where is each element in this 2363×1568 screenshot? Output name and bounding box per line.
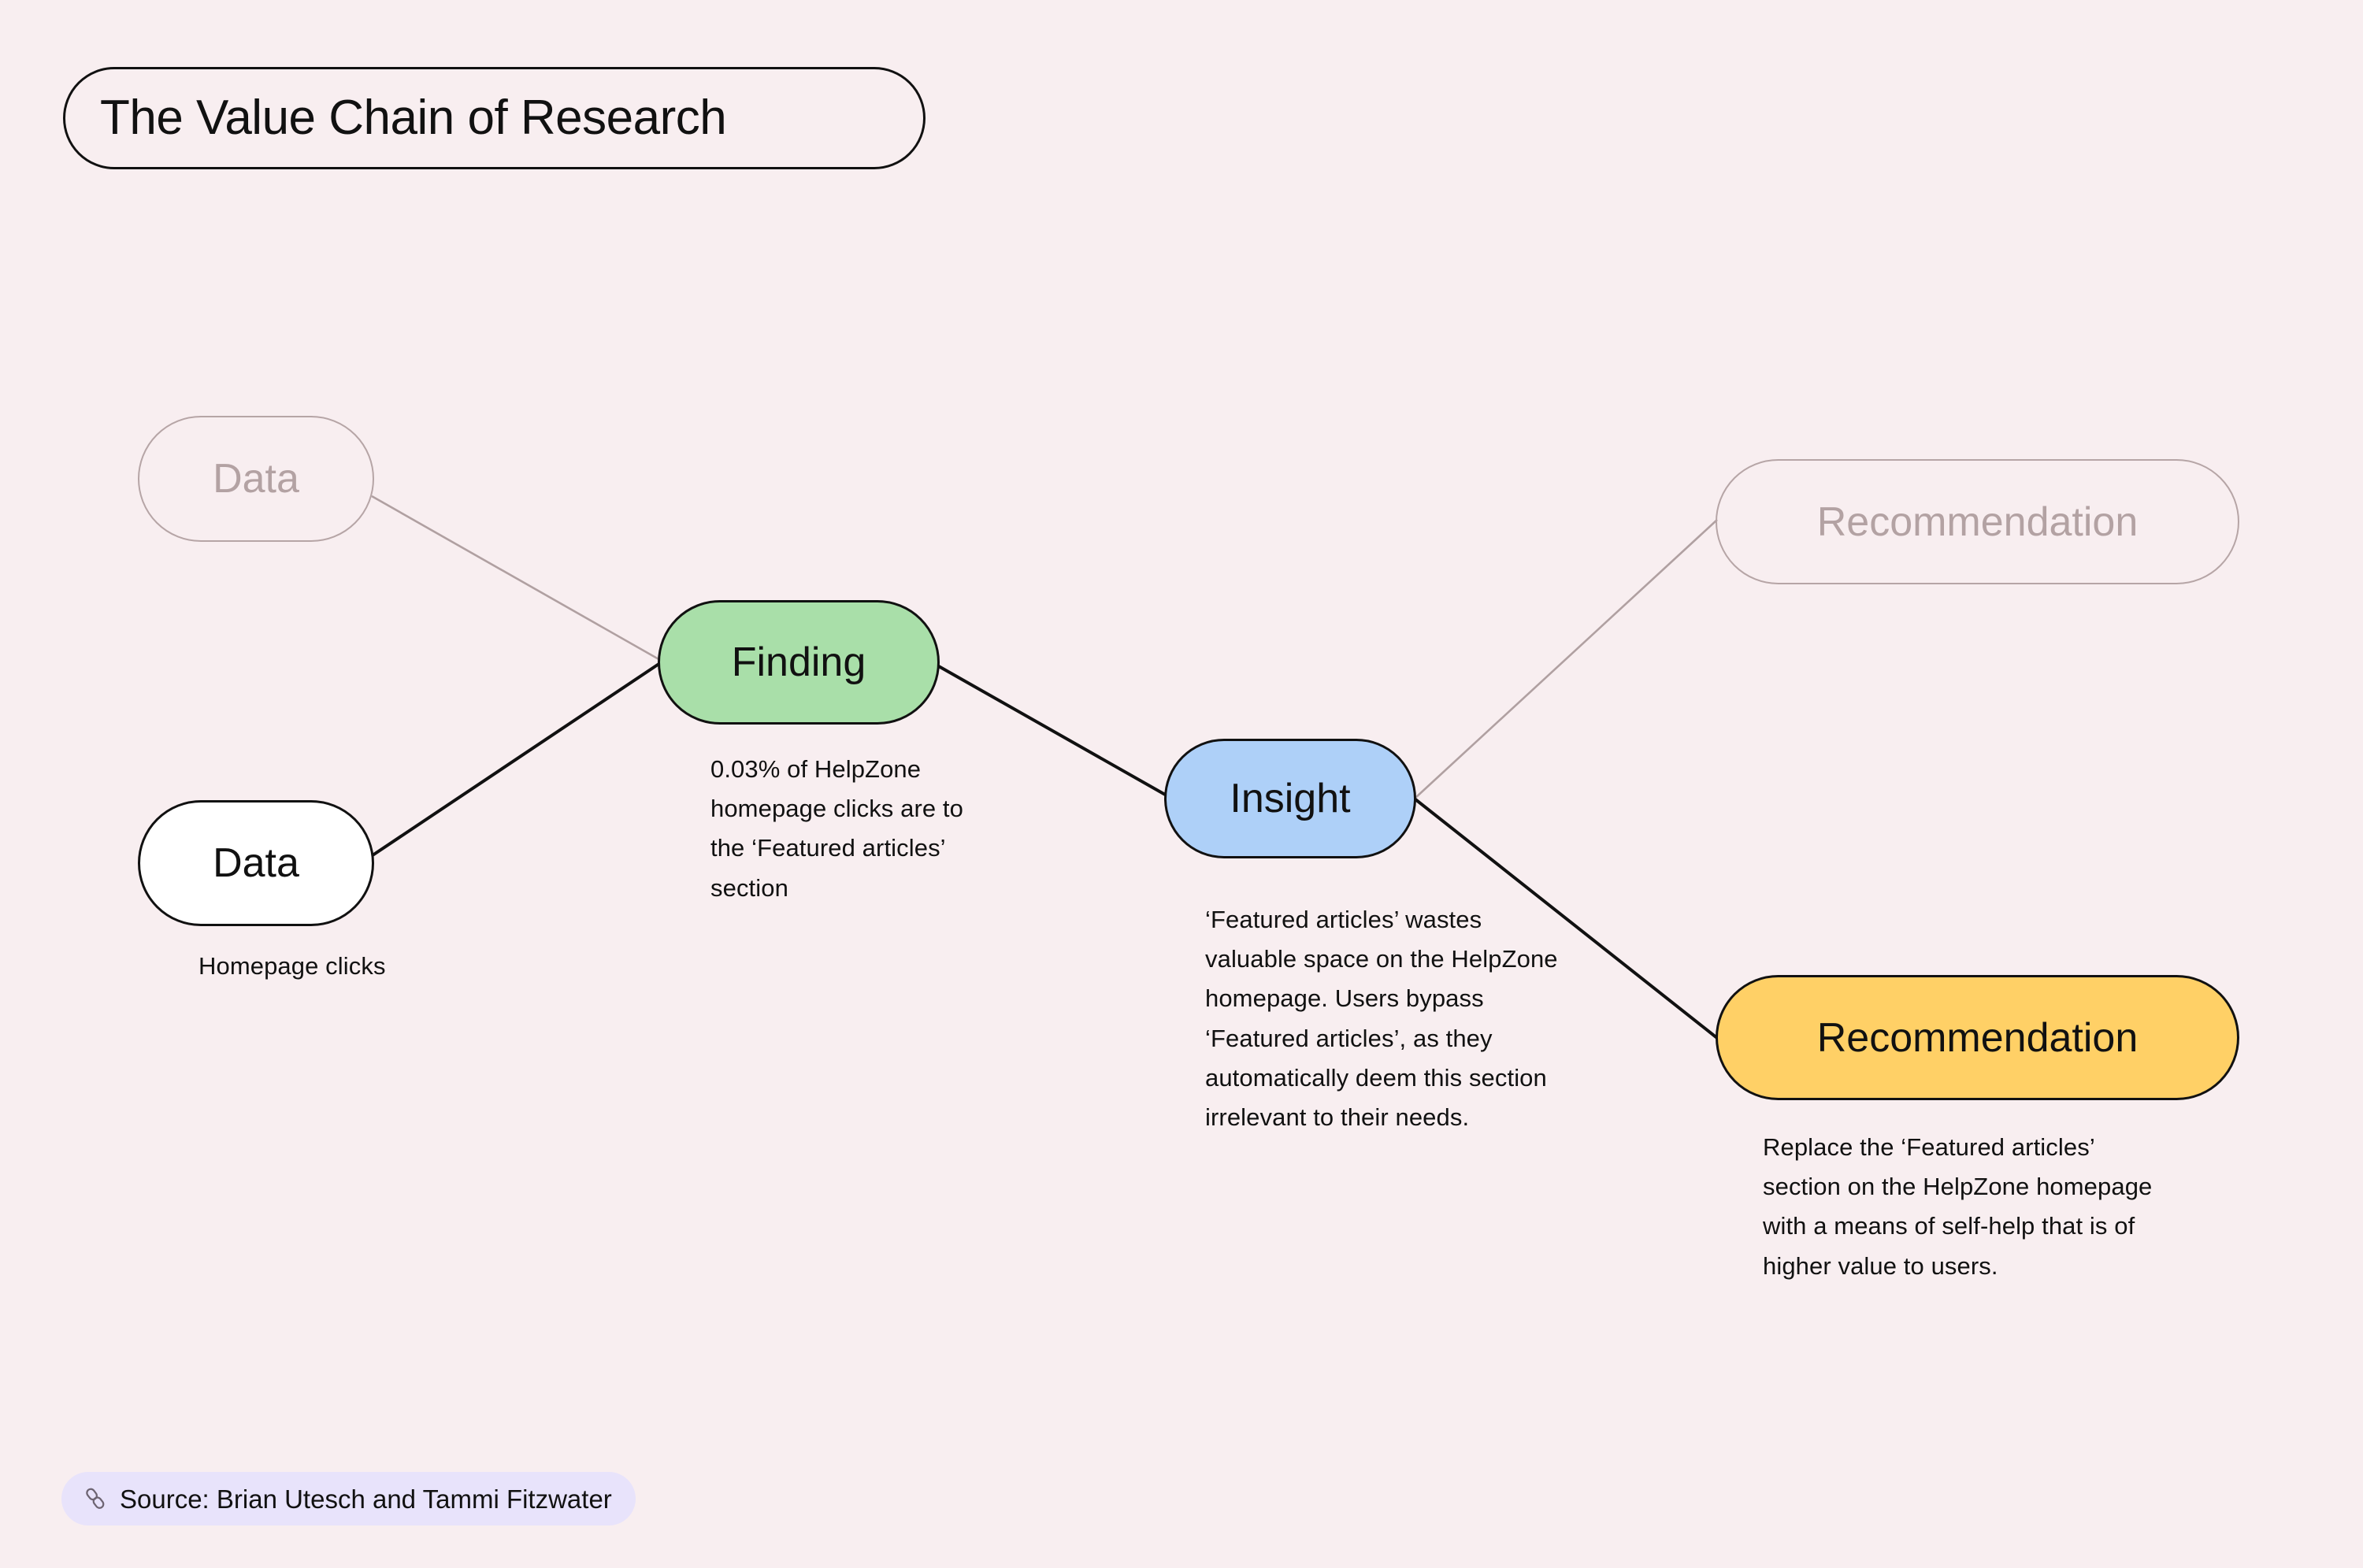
edge-insight-to-recommendation-ghost: [1415, 519, 1718, 799]
node-data-placeholder-label: Data: [213, 456, 299, 502]
node-data-placeholder[interactable]: Data: [138, 416, 374, 542]
node-insight[interactable]: Insight: [1164, 739, 1416, 858]
page-title-pill: The Value Chain of Research: [63, 67, 926, 169]
edge-data-ghost-to-finding: [371, 495, 661, 662]
annotation-insight: ‘Featured articles’ wastes valuable spac…: [1205, 906, 1558, 1132]
edge-data-solid-to-finding: [369, 662, 662, 858]
node-finding-label: Finding: [731, 639, 866, 685]
node-recommendation[interactable]: Recommendation: [1716, 975, 2239, 1100]
node-data[interactable]: Data: [138, 800, 374, 926]
node-finding[interactable]: Finding: [658, 600, 940, 725]
source-badge[interactable]: Source: Brian Utesch and Tammi Fitzwater: [61, 1472, 636, 1525]
annotation-data: Homepage clicks: [198, 952, 386, 980]
page-title: The Value Chain of Research: [100, 91, 727, 145]
node-recommendation-label: Recommendation: [1816, 1014, 2139, 1061]
link-icon: [86, 1488, 105, 1509]
node-insight-label: Insight: [1230, 776, 1351, 821]
node-data-label: Data: [213, 840, 299, 886]
source-label: Source: Brian Utesch and Tammi Fitzwater: [120, 1484, 612, 1514]
annotation-recommendation: Replace the ‘Featured articles’ section …: [1763, 1133, 2153, 1280]
node-recommendation-placeholder[interactable]: Recommendation: [1716, 459, 2239, 584]
annotation-finding: 0.03% of HelpZone homepage clicks are to…: [710, 755, 963, 902]
node-recommendation-placeholder-label: Recommendation: [1816, 499, 2139, 545]
